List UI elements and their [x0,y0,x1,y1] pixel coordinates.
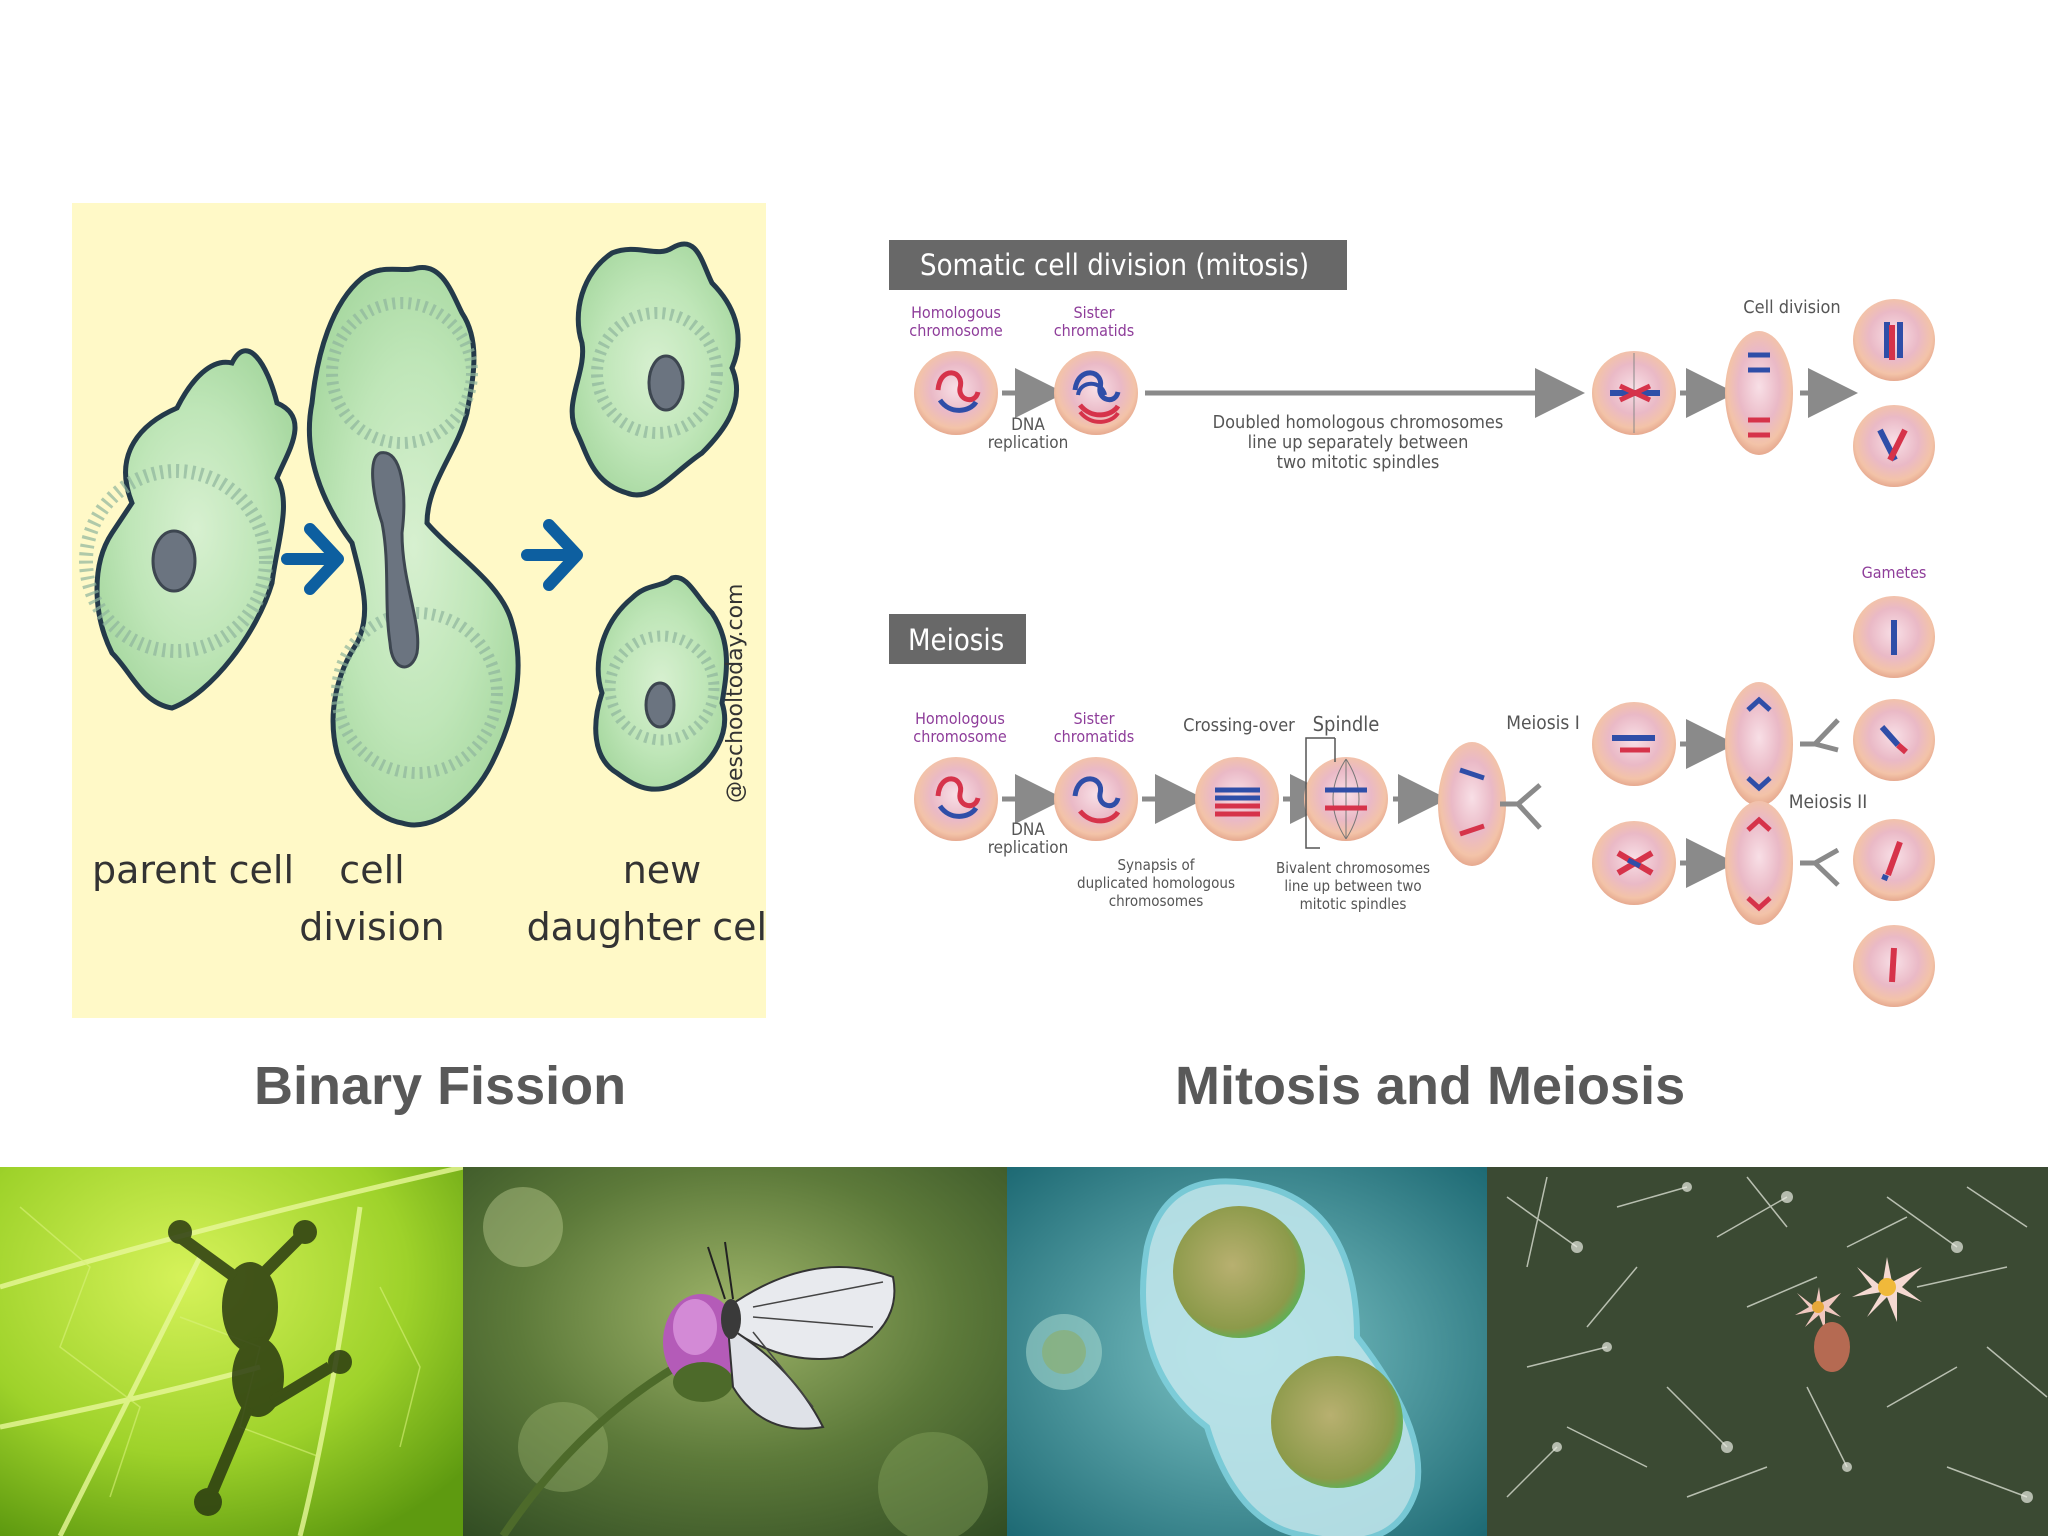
label-homologous-1: Homologous [911,303,1001,322]
label-doubled-2: line up separately between [1248,432,1469,453]
label-cell-division: Cell division [1743,297,1840,318]
mitosis-header: Somatic cell division (mitosis) [920,248,1309,282]
meiosis-header-box [889,614,1026,664]
label-cell: cell [339,848,404,892]
parent-cell [79,348,298,711]
dividing-cell-photo [1007,1167,1487,1536]
label-meiosis-replication: replication [988,838,1069,858]
label-meiosis-sister-2: chromatids [1054,727,1135,746]
dividing-nucleus [371,451,420,669]
label-crossing-over: Crossing-over [1183,715,1295,736]
label-meiosis-i: Meiosis I [1506,712,1580,734]
daughter-cell-bottom [593,574,729,792]
meiosis-cell-sister [1054,757,1138,841]
label-synapsis-1: Synapsis of [1117,856,1195,874]
label-homologous-2: chromosome [909,321,1003,340]
daughter-cell-top [569,241,741,498]
label-gametes: Gametes [1862,563,1927,582]
meiosis-cell-crossing-over [1195,757,1279,841]
label-sister-2: chromatids [1054,321,1135,340]
binary-fission-svg: parent cell cell division new daughter c… [79,241,766,949]
gamete-2 [1853,699,1935,781]
label-meiosis-dna: DNA [1011,820,1045,840]
label-meiosis-sister-1: Sister [1073,709,1114,728]
label-bivalent-3: mitotic spindles [1300,895,1407,913]
label-sister-1: Sister [1073,303,1114,322]
watermark: @eschooltoday.com [723,584,748,803]
frog-silhouette [168,1220,352,1516]
gamete-4 [1853,925,1935,1007]
mitosis-header-box [889,240,1347,290]
flowering-cactus-photo [1487,1167,2048,1536]
label-bivalent-2: line up between two [1284,877,1421,895]
label-new: new [623,848,702,892]
label-division: division [299,905,444,949]
label-doubled-3: two mitotic spindles [1277,452,1440,473]
frog-on-leaf-photo [0,1167,463,1536]
arrow-right-icon [521,519,583,591]
label-doubled-1: Doubled homologous chromosomes [1213,412,1504,433]
butterfly-on-flower-photo [463,1167,1007,1536]
cactus-flowers [1795,1257,1922,1372]
label-replication: replication [988,433,1069,453]
dividing-cell [306,265,521,828]
label-daughter-cells: daughter cells [527,905,766,949]
binary-fission-illustration: parent cell cell division new daughter c… [72,203,766,1018]
meiosis-ii-anaphase-top [1725,682,1793,806]
caption-binary-fission: Binary Fission [254,1056,627,1116]
mitosis-metaphase-cell [1592,351,1676,435]
arrow-right-icon [281,523,344,595]
meiosis-ii-cell-top [1592,702,1676,786]
mitosis-daughter-top [1853,299,1935,381]
meiosis-cell-homologous [914,757,998,841]
photo-strip [0,1167,2048,1536]
mitosis-anaphase-cell [1725,331,1793,455]
gamete-1 [1853,596,1935,678]
purple-flower [663,1294,739,1402]
white-butterfly [707,1241,896,1430]
meiosis-ii-anaphase-bottom [1725,801,1793,925]
label-meiosis-ii: Meiosis II [1789,791,1868,813]
mitosis-daughter-bottom [1853,405,1935,487]
gamete-3 [1853,819,1935,901]
caption-mitosis-meiosis: Mitosis and Meiosis [1175,1056,1686,1116]
label-synapsis-3: chromosomes [1109,892,1204,910]
meiosis-ii-cell-bottom [1592,821,1676,905]
parent-nucleus [151,529,197,593]
label-bivalent-1: Bivalent chromosomes [1276,859,1430,877]
mitosis-meiosis-diagram: Somatic cell division (mitosis) Homologo… [880,230,1950,1030]
mitosis-meiosis-svg: Somatic cell division (mitosis) Homologo… [889,240,1935,1007]
label-meiosis-homologous-1: Homologous [915,709,1005,728]
mitosis-cell-homologous [914,351,998,435]
mitosis-cell-sister [1054,351,1138,435]
meiosis-cell-spindle [1304,737,1388,849]
label-spindle: Spindle [1313,712,1380,736]
label-meiosis-homologous-2: chromosome [913,727,1007,746]
label-parent-cell: parent cell [92,848,294,892]
label-synapsis-2: duplicated homologous [1077,874,1235,892]
meiosis-header: Meiosis [908,623,1004,657]
label-dna: DNA [1011,415,1045,435]
meiosis-i-cell [1438,742,1506,866]
